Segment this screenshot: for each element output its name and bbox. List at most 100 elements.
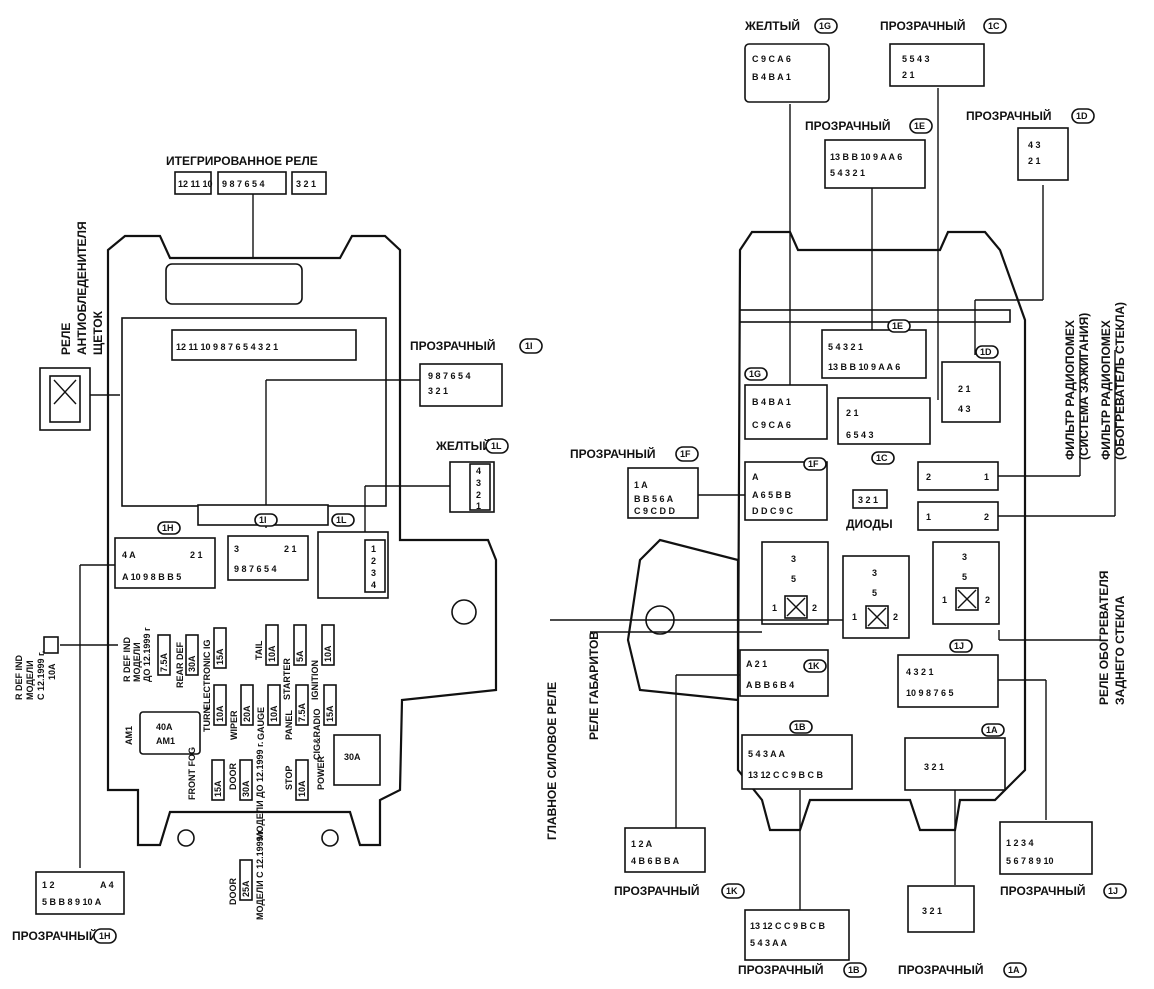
socket-1e xyxy=(821,329,927,379)
tail-relay-label: РЕЛЕ ГАБАРИТОВ xyxy=(587,631,601,740)
socket-1i xyxy=(227,535,309,581)
relay-pin-group xyxy=(291,171,327,195)
svg-text:4 3 2 1: 4 3 2 1 xyxy=(906,667,934,677)
svg-text:5: 5 xyxy=(962,572,967,582)
svg-text:3: 3 xyxy=(234,544,239,554)
svg-text:DOOR: DOOR xyxy=(228,877,238,905)
svg-text:1G: 1G xyxy=(819,21,831,31)
socket-1j xyxy=(897,654,999,708)
svg-text:2: 2 xyxy=(371,556,376,566)
svg-text:CIG&RADIO: CIG&RADIO xyxy=(312,709,322,761)
wiper-relay-label-1: РЕЛЕ xyxy=(59,323,73,355)
svg-text:1H: 1H xyxy=(99,931,111,941)
svg-text:1: 1 xyxy=(772,603,777,613)
svg-text:2 1: 2 1 xyxy=(958,384,971,394)
svg-text:9 8 7 6 5 4: 9 8 7 6 5 4 xyxy=(428,371,471,381)
conn-1b-color: ПРОЗРАЧНЫЙ xyxy=(738,962,824,977)
svg-text:4: 4 xyxy=(476,466,481,476)
svg-text:C 9 C A 6: C 9 C A 6 xyxy=(752,54,791,64)
svg-text:МОДЕЛИ: МОДЕЛИ xyxy=(25,660,35,700)
svg-text:PANEL: PANEL xyxy=(284,710,294,740)
svg-text:R DEF IND: R DEF IND xyxy=(14,654,24,700)
socket-1a xyxy=(904,737,1006,791)
svg-text:1K: 1K xyxy=(726,886,738,896)
svg-text:(СИСТЕМА ЗАЖИГАНИЯ): (СИСТЕМА ЗАЖИГАНИЯ) xyxy=(1077,313,1091,460)
svg-text:3 2 1: 3 2 1 xyxy=(296,179,316,189)
connector-1a xyxy=(907,885,975,933)
svg-text:TAIL: TAIL xyxy=(254,640,264,660)
relay-pin-group xyxy=(174,171,212,195)
integrated-relay-socket xyxy=(171,329,357,361)
svg-text:ФИЛЬТР РАДИОПОМЕХ: ФИЛЬТР РАДИОПОМЕХ xyxy=(1099,320,1113,460)
connector-1b xyxy=(744,909,850,961)
svg-text:FRONT FOG: FRONT FOG xyxy=(187,747,197,800)
svg-text:A 10 9 8 B B 5: A 10 9 8 B B 5 xyxy=(122,572,181,582)
svg-text:D D C 9 C: D D C 9 C xyxy=(752,506,794,516)
svg-text:1F: 1F xyxy=(680,449,691,459)
svg-text:1B: 1B xyxy=(848,965,860,975)
integrated-relay-title: ИТЕГРИРОВАННОЕ РЕЛЕ xyxy=(166,154,318,168)
svg-text:1B: 1B xyxy=(794,722,806,732)
socket-1g xyxy=(744,384,828,440)
svg-text:5 B B 8 9 10 A: 5 B B 8 9 10 A xyxy=(42,897,102,907)
power-fuse xyxy=(333,734,381,786)
svg-text:МОДЕЛИ ДО 12.1999 г.: МОДЕЛИ ДО 12.1999 г. xyxy=(255,742,265,840)
svg-text:2: 2 xyxy=(984,512,989,522)
svg-text:1E: 1E xyxy=(892,321,903,331)
svg-text:C 9 C A 6: C 9 C A 6 xyxy=(752,420,791,430)
svg-text:A 4: A 4 xyxy=(100,880,114,890)
svg-text:1L: 1L xyxy=(491,441,502,451)
svg-text:МОДЕЛИ С 12.1999 г.: МОДЕЛИ С 12.1999 г. xyxy=(255,829,265,920)
svg-text:3: 3 xyxy=(872,568,877,578)
svg-text:1: 1 xyxy=(476,501,481,511)
svg-text:2 1: 2 1 xyxy=(902,70,915,80)
svg-text:4 3: 4 3 xyxy=(958,404,971,414)
svg-text:1F: 1F xyxy=(808,459,819,469)
svg-text:AM1: AM1 xyxy=(156,736,175,746)
wiper-relay-label-3: ЩЕТОК xyxy=(91,310,105,355)
svg-text:5 4 3 2 1: 5 4 3 2 1 xyxy=(828,342,863,352)
svg-text:5: 5 xyxy=(791,574,796,584)
svg-text:10A: 10A xyxy=(267,645,277,662)
socket-1d xyxy=(941,361,1001,423)
svg-text:DOOR: DOOR xyxy=(228,762,238,790)
svg-text:4 3: 4 3 xyxy=(1028,140,1041,150)
svg-text:1: 1 xyxy=(371,544,376,554)
conn-1g-color: ЖЕЛТЫЙ xyxy=(744,18,800,33)
svg-text:2: 2 xyxy=(926,472,931,482)
svg-text:R DEF IND: R DEF IND xyxy=(122,636,132,682)
svg-text:2 1: 2 1 xyxy=(1028,156,1041,166)
svg-text:13 12 C C 9 B C B: 13 12 C C 9 B C B xyxy=(748,770,824,780)
connector-1k xyxy=(624,827,706,873)
conn-1a-color: ПРОЗРАЧНЫЙ xyxy=(898,962,984,977)
svg-text:РЕЛЕ ОБОГРЕВАТЕЛЯ: РЕЛЕ ОБОГРЕВАТЕЛЯ xyxy=(1097,571,1111,705)
svg-text:3 2 1: 3 2 1 xyxy=(858,495,878,505)
svg-text:1: 1 xyxy=(926,512,931,522)
svg-text:12 11 10 9 8 7 6 5 4 3 2 1: 12 11 10 9 8 7 6 5 4 3 2 1 xyxy=(176,342,278,352)
svg-text:5A: 5A xyxy=(295,650,305,662)
wiper-relay-label-2: АНТИОБЛЕДЕНИТЕЛЯ xyxy=(75,221,89,355)
svg-text:IGNITION: IGNITION xyxy=(310,660,320,700)
svg-text:1: 1 xyxy=(942,595,947,605)
svg-text:13 B B 10 9 A A 6: 13 B B 10 9 A A 6 xyxy=(828,362,900,372)
svg-text:1E: 1E xyxy=(914,121,925,131)
svg-text:WIPER: WIPER xyxy=(229,710,239,740)
svg-text:GAUGE: GAUGE xyxy=(256,707,266,740)
diodes xyxy=(852,489,888,509)
svg-text:7.5A: 7.5A xyxy=(297,702,307,722)
conn-1f-color: ПРОЗРАЧНЫЙ xyxy=(570,446,656,461)
svg-text:5: 5 xyxy=(872,588,877,598)
svg-text:1 2 3 4: 1 2 3 4 xyxy=(1006,838,1034,848)
socket-1b xyxy=(741,734,853,790)
svg-text:ЗАДНЕГО СТЕКЛА: ЗАДНЕГО СТЕКЛА xyxy=(1113,595,1127,705)
conn-1k-color: ПРОЗРАЧНЫЙ xyxy=(614,883,700,898)
svg-text:3 2 1: 3 2 1 xyxy=(922,906,942,916)
svg-text:REAR DEF: REAR DEF xyxy=(175,641,185,688)
svg-text:2 1: 2 1 xyxy=(190,550,203,560)
svg-text:30A: 30A xyxy=(344,752,361,762)
svg-text:3: 3 xyxy=(476,478,481,488)
svg-text:5 4 3 2 1: 5 4 3 2 1 xyxy=(830,168,865,178)
svg-text:5 5 4 3: 5 5 4 3 xyxy=(902,54,930,64)
svg-text:A 2 1: A 2 1 xyxy=(746,659,767,669)
